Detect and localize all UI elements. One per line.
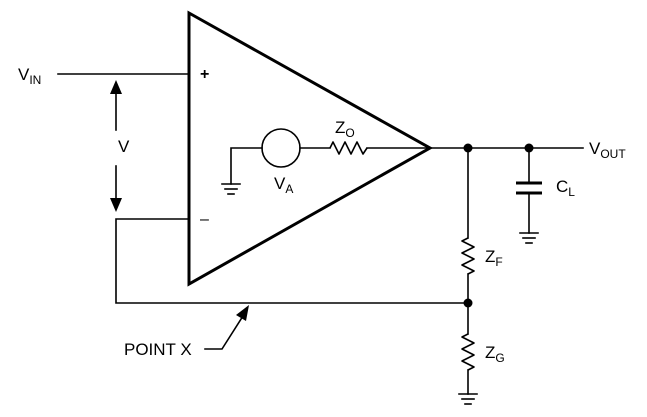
opamp-triangle [187,10,434,287]
zo-resistor [329,141,368,155]
vin-label: VIN [18,65,42,87]
feedback-wire [115,218,469,304]
zg-label: ZG [485,343,505,365]
minus-input-sign: – [200,211,209,228]
va-ground-symbol [221,183,241,195]
cl-ground-symbol [519,232,539,244]
zg-ground-symbol [458,393,478,405]
va-label: VA [274,174,294,196]
v-label: V [118,137,130,156]
point-x-label: POINT X [124,340,192,359]
zf-label: ZF [485,247,503,269]
point-x-arrowhead [236,305,249,321]
cl-label: CL [556,177,575,199]
v-arrow-head-up [110,80,122,94]
vout-label: VOUT [589,139,626,161]
zf-resistor [461,237,475,275]
zg-resistor [461,333,475,371]
va-source-circle [261,128,301,168]
va-ground-wire [230,147,263,185]
plus-input-sign: + [200,66,210,83]
zo-label: ZO [335,118,355,140]
v-arrow-head-down [110,198,122,212]
point-x-leader [204,314,245,350]
